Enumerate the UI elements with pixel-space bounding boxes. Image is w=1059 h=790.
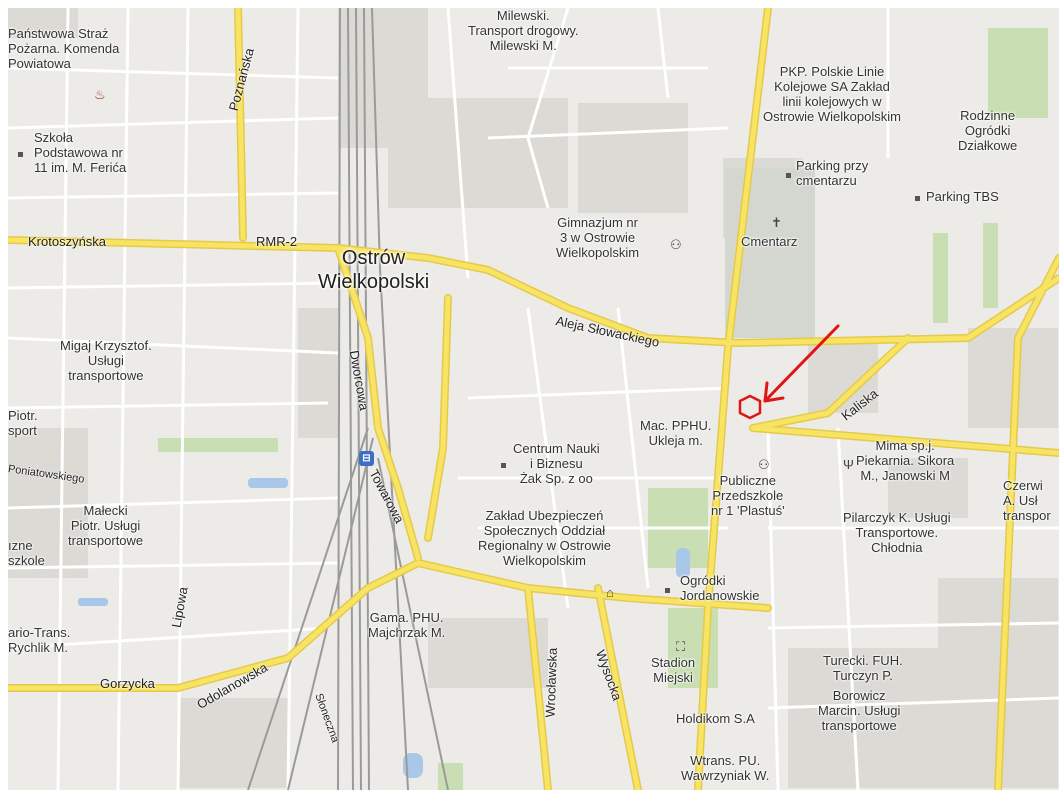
place-turecki: Turecki. FUH.Turczyn P. bbox=[823, 653, 903, 683]
place-piotr: Piotr.sport bbox=[8, 408, 38, 438]
poi-dot bbox=[665, 588, 670, 593]
poi-dot bbox=[915, 196, 920, 201]
place-wtrans: Wtrans. PU.Wawrzyniak W. bbox=[681, 753, 770, 783]
cemetery-icon: ✝ bbox=[771, 215, 782, 230]
place-mac: Mac. PPHU.Ukleja m. bbox=[640, 418, 712, 448]
poi-dot bbox=[786, 173, 791, 178]
road-label-gorzycka: Gorzycka bbox=[100, 676, 155, 691]
place-ario: ario-Trans.Rychlik M. bbox=[8, 625, 71, 655]
school-icon: ⚇ bbox=[758, 457, 770, 472]
place-cmentarz: Cmentarz bbox=[741, 234, 798, 249]
stadium-icon: ⛶ bbox=[676, 639, 686, 654]
school-icon: ⚇ bbox=[670, 237, 682, 252]
place-gama: Gama. PHU.Majchrzak M. bbox=[368, 610, 446, 640]
poi-dot bbox=[18, 152, 23, 157]
map-canvas bbox=[8, 8, 1059, 790]
place-parking-tbs: Parking TBS bbox=[926, 189, 999, 204]
train-station-icon[interactable]: ⊟ bbox=[359, 451, 374, 466]
bakery-icon: Ψ bbox=[843, 457, 854, 472]
road-label-krotoszynska: Krotoszyńska bbox=[28, 234, 107, 249]
poi-dot bbox=[501, 463, 506, 468]
road-label-wroclawska: Wrocławska bbox=[542, 647, 560, 718]
fire-station-icon: ♨ bbox=[94, 87, 106, 102]
road-label-rmr2: RMR-2 bbox=[256, 234, 298, 249]
museum-icon: ⌂ bbox=[606, 585, 614, 600]
place-milewski: Milewski.Transport drogowy.Milewski M. bbox=[468, 8, 579, 53]
red-arrow-icon bbox=[763, 324, 840, 403]
place-holdikom: Holdikom S.A bbox=[676, 711, 755, 726]
marker-circle-icon[interactable] bbox=[738, 394, 762, 420]
